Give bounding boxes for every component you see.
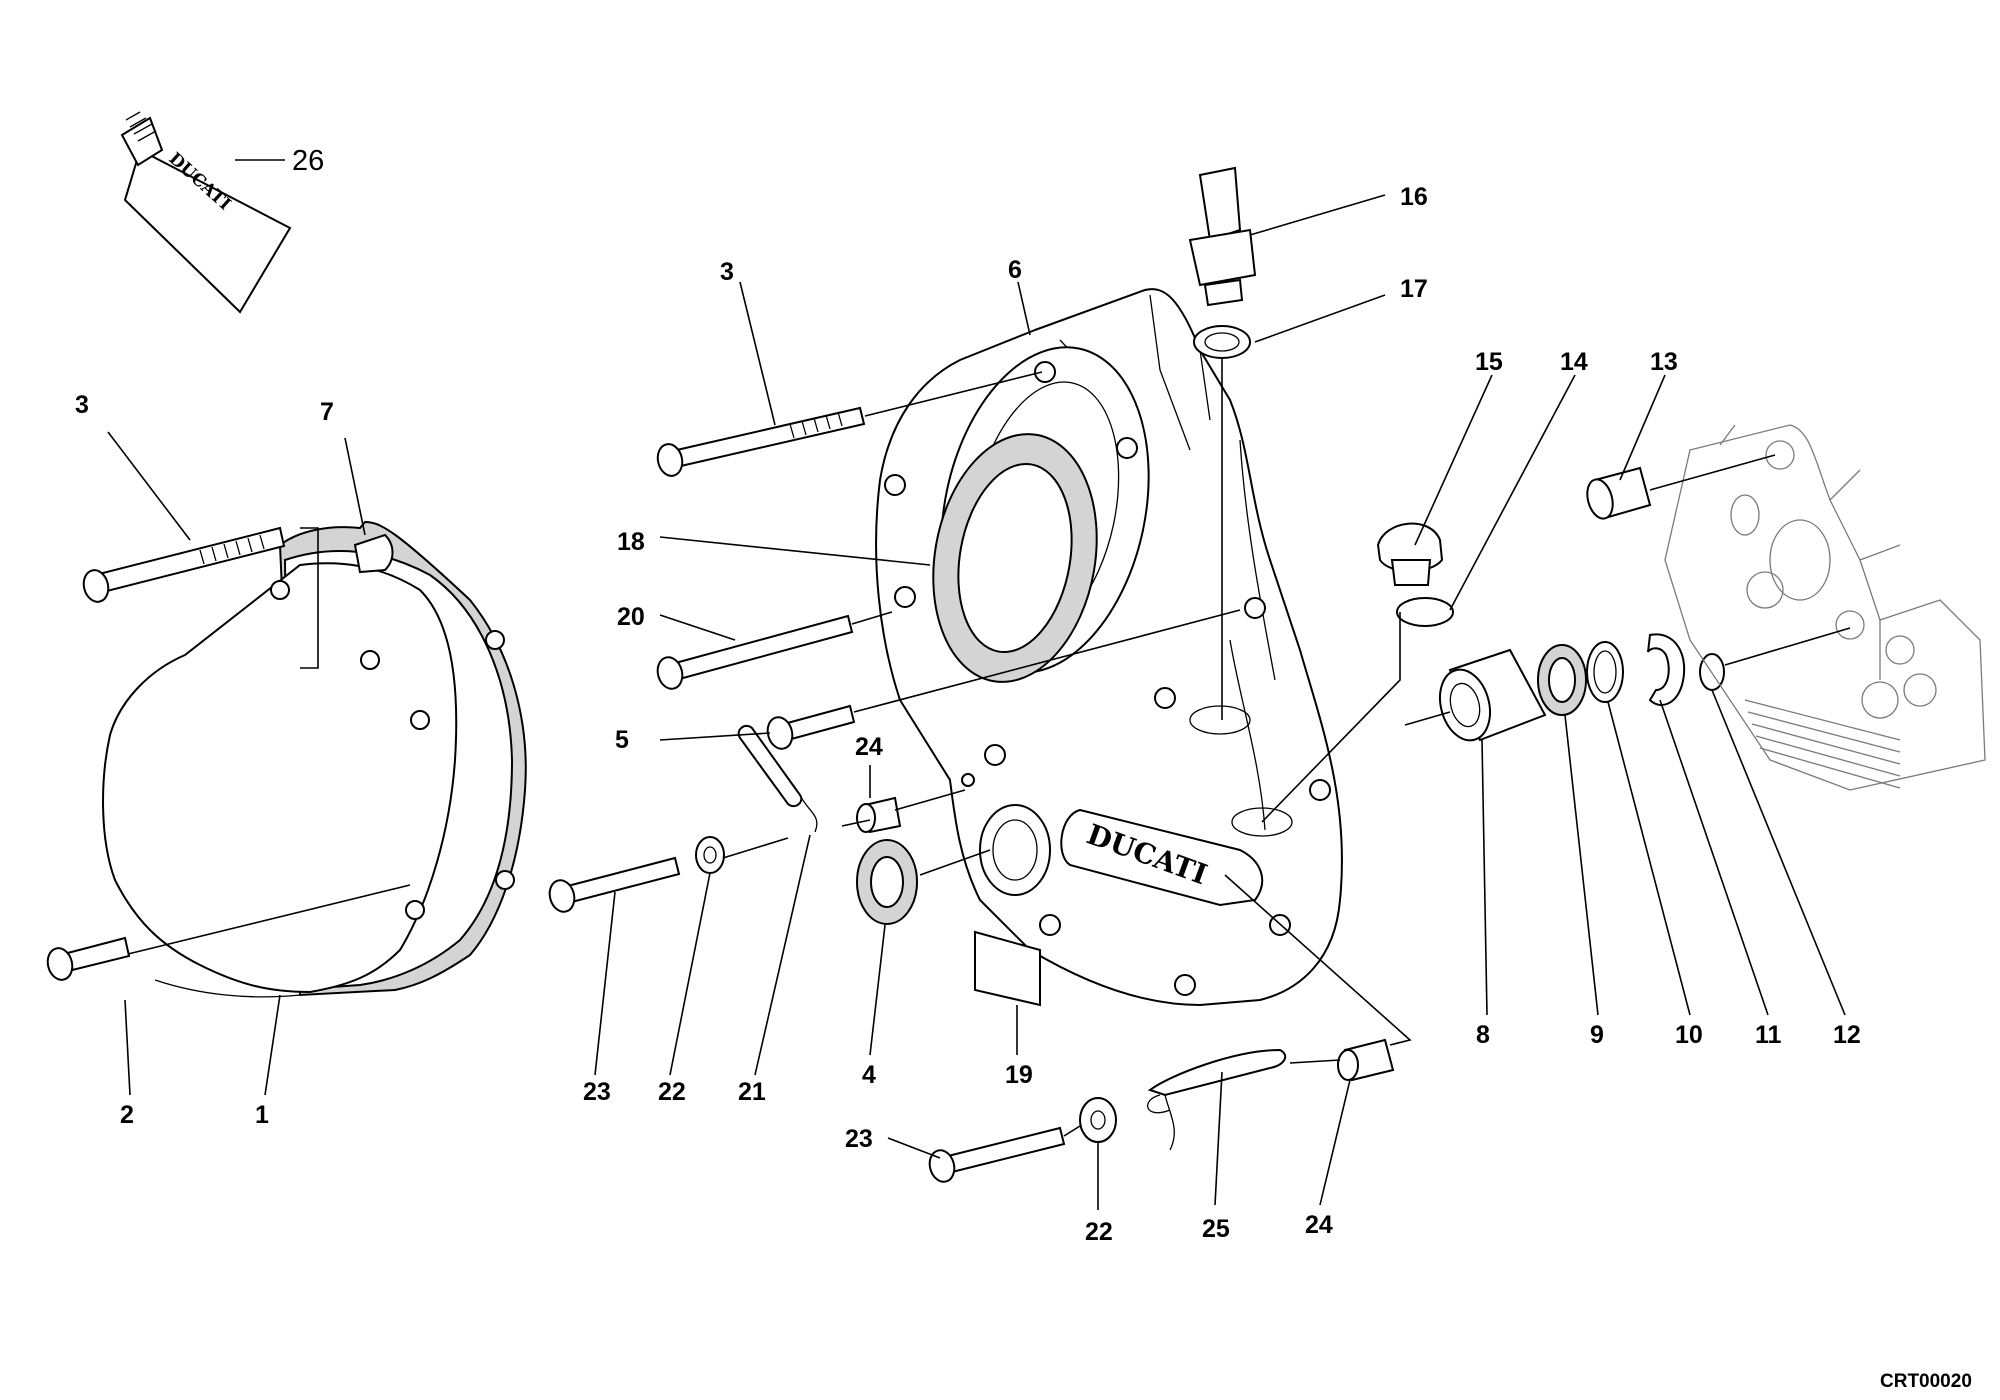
- callout-6: 6: [1008, 256, 1022, 284]
- outer-clutch-cover: [102, 520, 527, 998]
- callout-25: 25: [1202, 1215, 1230, 1243]
- callout-11: 11: [1755, 1021, 1782, 1049]
- callout-26: 26: [292, 145, 324, 177]
- circlip-11: [1647, 633, 1686, 706]
- callout-21: 21: [738, 1078, 766, 1106]
- callout-2: 2: [120, 1101, 134, 1129]
- bolt-2: [46, 936, 131, 981]
- seal-9: [1537, 644, 1587, 716]
- o-ring-14: [1396, 597, 1454, 627]
- callout-17: 17: [1400, 275, 1428, 303]
- washer-22-bottom: [1079, 1097, 1117, 1143]
- bolt-5: [766, 704, 856, 750]
- callout-8: 8: [1476, 1021, 1490, 1049]
- callout-18: 18: [617, 528, 645, 556]
- washer-22-top: [695, 836, 725, 874]
- sleeve-8: [1439, 648, 1547, 742]
- callout-23-bottom: 23: [845, 1125, 873, 1153]
- shim-19: [974, 930, 1041, 1007]
- dowel-24-bottom: [1337, 1038, 1395, 1082]
- clip-21: [737, 724, 818, 833]
- callout-23-top: 23: [583, 1078, 611, 1106]
- callout-numbers: 26 3 7 2 1 3 6 18 20 5 16 17 15 14 13 8 …: [75, 145, 1861, 1246]
- callout-13: 13: [1650, 348, 1678, 376]
- washer-17: [1193, 325, 1251, 359]
- dowel-24-top: [856, 796, 902, 834]
- callout-20: 20: [617, 603, 645, 631]
- callout-4: 4: [862, 1061, 876, 1089]
- dowel-13: [1586, 466, 1652, 520]
- callout-12: 12: [1833, 1021, 1861, 1049]
- callout-5: 5: [615, 726, 629, 754]
- bolt-3-top: [656, 406, 866, 477]
- callout-24-bottom: 24: [1305, 1211, 1333, 1239]
- callout-24-top: 24: [855, 733, 883, 761]
- washer-10: [1586, 641, 1624, 703]
- callout-3-left: 3: [75, 391, 89, 419]
- callout-3-top: 3: [720, 258, 734, 286]
- bolt-20: [656, 614, 854, 690]
- callout-16: 16: [1400, 183, 1428, 211]
- leader-lines: [107, 159, 1851, 1210]
- callout-19: 19: [1005, 1061, 1033, 1089]
- callout-22-top: 22: [658, 1078, 686, 1106]
- bolt-3-left: [82, 526, 286, 603]
- callout-9: 9: [1590, 1021, 1604, 1049]
- callout-22-bottom: 22: [1085, 1218, 1113, 1246]
- callout-14: 14: [1560, 348, 1588, 376]
- bolt-23-top: [548, 856, 681, 913]
- clip-25: [1147, 1048, 1287, 1151]
- seal-4: [856, 839, 918, 925]
- crankcase-outline: [1664, 424, 1986, 791]
- callout-15: 15: [1475, 348, 1503, 376]
- plug-15: [1376, 522, 1444, 586]
- oil-seal-18: [932, 433, 1098, 683]
- callout-10: 10: [1675, 1021, 1703, 1049]
- bolt-23-bottom: [928, 1126, 1066, 1183]
- sealant-tube: DUCATI: [120, 111, 292, 314]
- sensor-16: [1188, 166, 1257, 307]
- callout-1: 1: [255, 1101, 269, 1129]
- drawing-code: CRT00020: [1880, 1371, 1972, 1392]
- callout-7: 7: [320, 398, 334, 426]
